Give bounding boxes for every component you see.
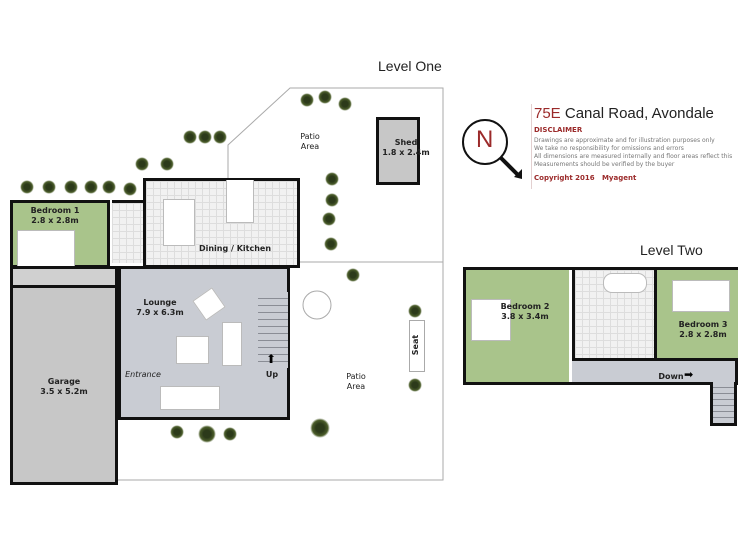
tree-icon: [198, 130, 212, 144]
tree-icon: [346, 268, 360, 282]
room-name: Shed: [394, 138, 418, 147]
header-divider: [531, 104, 532, 189]
tree-icon: [42, 180, 56, 194]
disclaimer-title: DISCLAIMER: [534, 126, 583, 134]
seat-label: Seat: [411, 334, 420, 356]
room-name: Bedroom 1: [30, 206, 80, 215]
kitchen-island: [226, 180, 254, 223]
sofa: [160, 386, 220, 410]
copyright: Copyright 2016 Myagent: [534, 174, 636, 182]
property-address: 75E Canal Road, Avondale: [534, 105, 714, 122]
up-label: Up: [265, 370, 279, 379]
up-arrow-icon: ⬆: [266, 352, 277, 366]
tree-icon: [213, 130, 227, 144]
sofa: [222, 322, 242, 366]
tree-icon: [408, 378, 422, 392]
room-name: Area: [300, 142, 320, 151]
tree-icon: [324, 237, 338, 251]
compass-north-label: N: [476, 126, 494, 153]
bed: [17, 230, 75, 268]
disclaimer-line: All dimensions are measured internally a…: [534, 153, 733, 160]
tree-icon: [322, 212, 336, 226]
dining-kitchen-label: Dining / Kitchen: [198, 244, 272, 253]
tree-icon: [160, 157, 174, 171]
address-number: 75E: [534, 105, 561, 122]
level-one-title: Level One: [378, 58, 442, 74]
tree-icon: [300, 93, 314, 107]
disclaimer-line: Drawings are approximate and for illustr…: [534, 137, 715, 144]
tree-icon: [408, 304, 422, 318]
room-name: Bedroom 3: [678, 320, 728, 329]
bed: [471, 299, 511, 341]
hallway: [572, 358, 735, 382]
seat: [409, 320, 425, 372]
room-size: 3.5 x 5.2m: [40, 387, 88, 396]
down-label: Down: [658, 372, 684, 381]
disclaimer-line: Measurements should be verified by the b…: [534, 161, 675, 168]
shed-room: [376, 117, 420, 185]
tree-icon: [325, 172, 339, 186]
address-street: Canal Road, Avondale: [560, 105, 714, 122]
compass-magnifier-icon: [462, 119, 522, 179]
tree-icon: [318, 90, 332, 104]
tree-icon: [84, 180, 98, 194]
room-size: 7.9 x 6.3m: [136, 308, 184, 317]
tree-icon: [170, 425, 184, 439]
agent-name: Myagent: [601, 174, 637, 182]
entrance-label: Entrance: [125, 370, 161, 379]
tree-icon: [20, 180, 34, 194]
staircase: [710, 382, 737, 426]
dining-table: [163, 199, 195, 246]
tree-icon: [102, 180, 116, 194]
level-two-title: Level Two: [640, 242, 703, 258]
garage: [10, 285, 118, 485]
tree-icon: [135, 157, 149, 171]
room-name: Area: [346, 382, 366, 391]
tree-icon: [123, 182, 137, 196]
tree-icon: [64, 180, 78, 194]
room-size: 1.8 x 2.4m: [382, 148, 430, 157]
tree-icon: [223, 427, 237, 441]
tree-icon: [198, 425, 216, 443]
room-size: 3.8 x 3.4m: [501, 312, 549, 321]
bathroom-1: [112, 200, 143, 263]
room-name: Garage: [47, 377, 81, 386]
room-name: Bedroom 2: [500, 302, 550, 311]
room-size: 2.8 x 2.8m: [31, 216, 79, 225]
tree-icon: [325, 193, 339, 207]
room-name: Lounge: [143, 298, 177, 307]
staircase: [258, 292, 288, 368]
bathtub: [603, 273, 647, 293]
tree-icon: [310, 418, 330, 438]
disclaimer-line: We take no responsibility for omissions …: [534, 145, 684, 152]
tree-icon: [183, 130, 197, 144]
room-name: Patio: [346, 372, 366, 381]
tree-icon: [338, 97, 352, 111]
copyright-text: Copyright 2016: [534, 174, 595, 182]
coffee-table: [176, 336, 209, 364]
bed: [672, 280, 730, 312]
outdoor-table: [302, 290, 332, 320]
room-name: Patio: [300, 132, 320, 141]
room-size: 2.8 x 2.8m: [679, 330, 727, 339]
down-arrow-icon: ➡: [684, 368, 694, 381]
